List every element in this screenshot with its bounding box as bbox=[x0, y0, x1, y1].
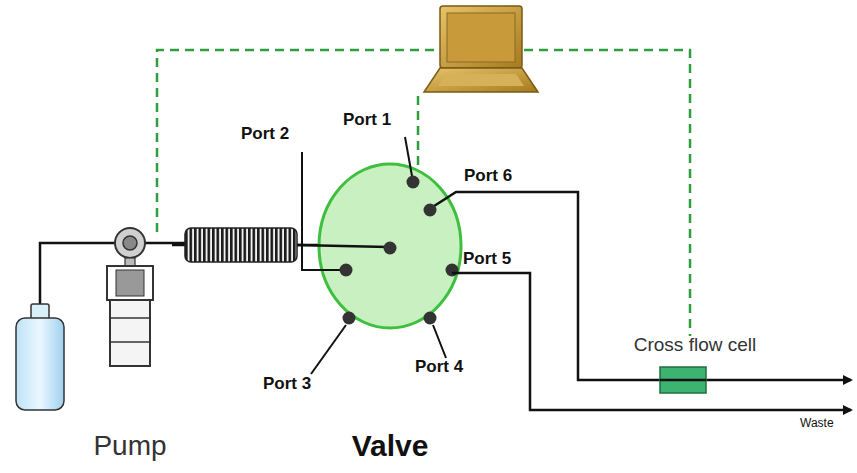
laptop-icon bbox=[424, 6, 538, 92]
valve-body bbox=[297, 137, 462, 374]
pump-symbol bbox=[107, 228, 186, 366]
port-label: Port 6 bbox=[464, 166, 512, 186]
port-label: Port 3 bbox=[263, 374, 311, 394]
component-name: Pump bbox=[93, 430, 166, 462]
port-label: Port 4 bbox=[415, 357, 463, 377]
component-name: Valve bbox=[352, 429, 429, 464]
component-node: Valve bbox=[318, 163, 462, 463]
port-label: Port 1 bbox=[343, 110, 391, 130]
component-name: Cross flow cell bbox=[634, 334, 756, 356]
port-label: Port 2 bbox=[241, 124, 289, 144]
control-line bbox=[157, 50, 690, 336]
port-label: Port 5 bbox=[463, 249, 511, 269]
flow-cell-box bbox=[660, 367, 706, 393]
coil-symbol bbox=[185, 228, 297, 262]
outlet-line bbox=[452, 273, 851, 410]
component-node: Pump bbox=[88, 226, 172, 462]
solvent-bottle bbox=[16, 243, 116, 410]
component-node: Cross flow cell bbox=[626, 334, 764, 396]
port-label: Waste bbox=[800, 417, 834, 431]
tubing-line bbox=[462, 192, 626, 380]
